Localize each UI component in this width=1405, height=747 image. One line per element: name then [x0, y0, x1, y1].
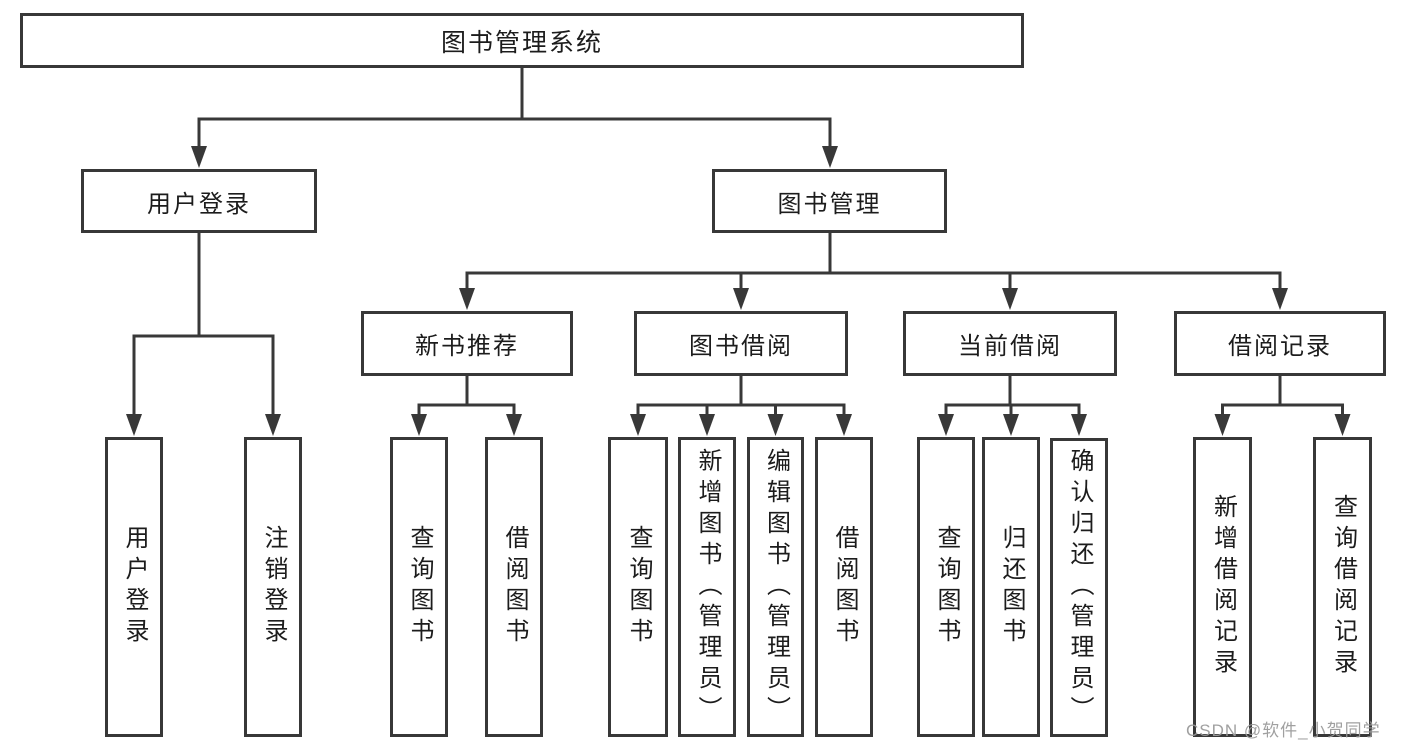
connector-current-borrow: [938, 376, 1087, 436]
leaf-edit-book-admin-label: 编辑图书（管理员）: [762, 447, 790, 727]
node-book-borrow: 图书借阅: [634, 311, 848, 376]
leaf-user-login: 用户登录: [105, 437, 163, 737]
leaf-borrow-books-label: 借阅图书: [831, 525, 858, 649]
leaf-confirm-return-admin-label: 确认归还（管理员）: [1066, 448, 1093, 727]
leaf-query-books-recommend-label: 查询图书: [406, 525, 433, 649]
leaf-edit-book-admin: 编辑图书（管理员）: [747, 437, 804, 737]
leaf-return-book: 归还图书: [982, 437, 1040, 737]
node-book-borrow-label: 图书借阅: [689, 333, 793, 360]
leaf-add-borrow-record: 新增借阅记录: [1193, 437, 1252, 737]
leaf-add-borrow-record-label: 新增借阅记录: [1209, 494, 1237, 680]
node-book-management-label: 图书管理: [777, 190, 882, 218]
connector-new-book-recommend: [411, 376, 522, 436]
node-root: 图书管理系统: [20, 13, 1024, 68]
watermark: CSDN @软件_小贺同学: [1186, 721, 1381, 740]
leaf-query-books-borrow-label: 查询图书: [625, 525, 652, 649]
leaf-borrow-books-recommend: 借阅图书: [485, 437, 543, 737]
node-book-management: 图书管理: [712, 169, 947, 233]
node-user-login: 用户登录: [81, 169, 317, 233]
leaf-query-borrow-record: 查询借阅记录: [1313, 437, 1372, 737]
leaf-query-books-current-label: 查询图书: [933, 525, 960, 649]
leaf-query-books-current: 查询图书: [917, 437, 975, 737]
connector-borrow-records: [1214, 376, 1351, 436]
node-new-book-recommend-label: 新书推荐: [415, 333, 519, 360]
node-borrow-records: 借阅记录: [1174, 311, 1386, 376]
leaf-add-book-admin: 新增图书（管理员）: [678, 437, 736, 737]
node-current-borrow: 当前借阅: [903, 311, 1117, 376]
leaf-query-borrow-record-label: 查询借阅记录: [1329, 494, 1357, 680]
connector-root: [191, 68, 838, 168]
node-current-borrow-label: 当前借阅: [958, 333, 1062, 360]
node-new-book-recommend: 新书推荐: [361, 311, 573, 376]
leaf-borrow-books-recommend-label: 借阅图书: [501, 525, 528, 649]
leaf-logout-label: 注销登录: [260, 525, 287, 649]
connector-user-login: [126, 233, 281, 436]
node-borrow-records-label: 借阅记录: [1228, 333, 1332, 360]
leaf-return-book-label: 归还图书: [998, 525, 1025, 649]
leaf-user-login-label: 用户登录: [121, 525, 148, 649]
leaf-query-books-recommend: 查询图书: [390, 437, 448, 737]
connector-book-borrow: [630, 376, 852, 436]
node-user-login-label: 用户登录: [147, 190, 251, 218]
leaf-query-books-borrow: 查询图书: [608, 437, 668, 737]
leaf-logout: 注销登录: [244, 437, 302, 737]
connector-book-management: [459, 233, 1288, 310]
node-root-label: 图书管理系统: [440, 28, 603, 57]
leaf-borrow-books: 借阅图书: [815, 437, 873, 737]
leaf-confirm-return-admin: 确认归还（管理员）: [1050, 438, 1108, 737]
leaf-add-book-admin-label: 新增图书（管理员）: [694, 447, 721, 727]
